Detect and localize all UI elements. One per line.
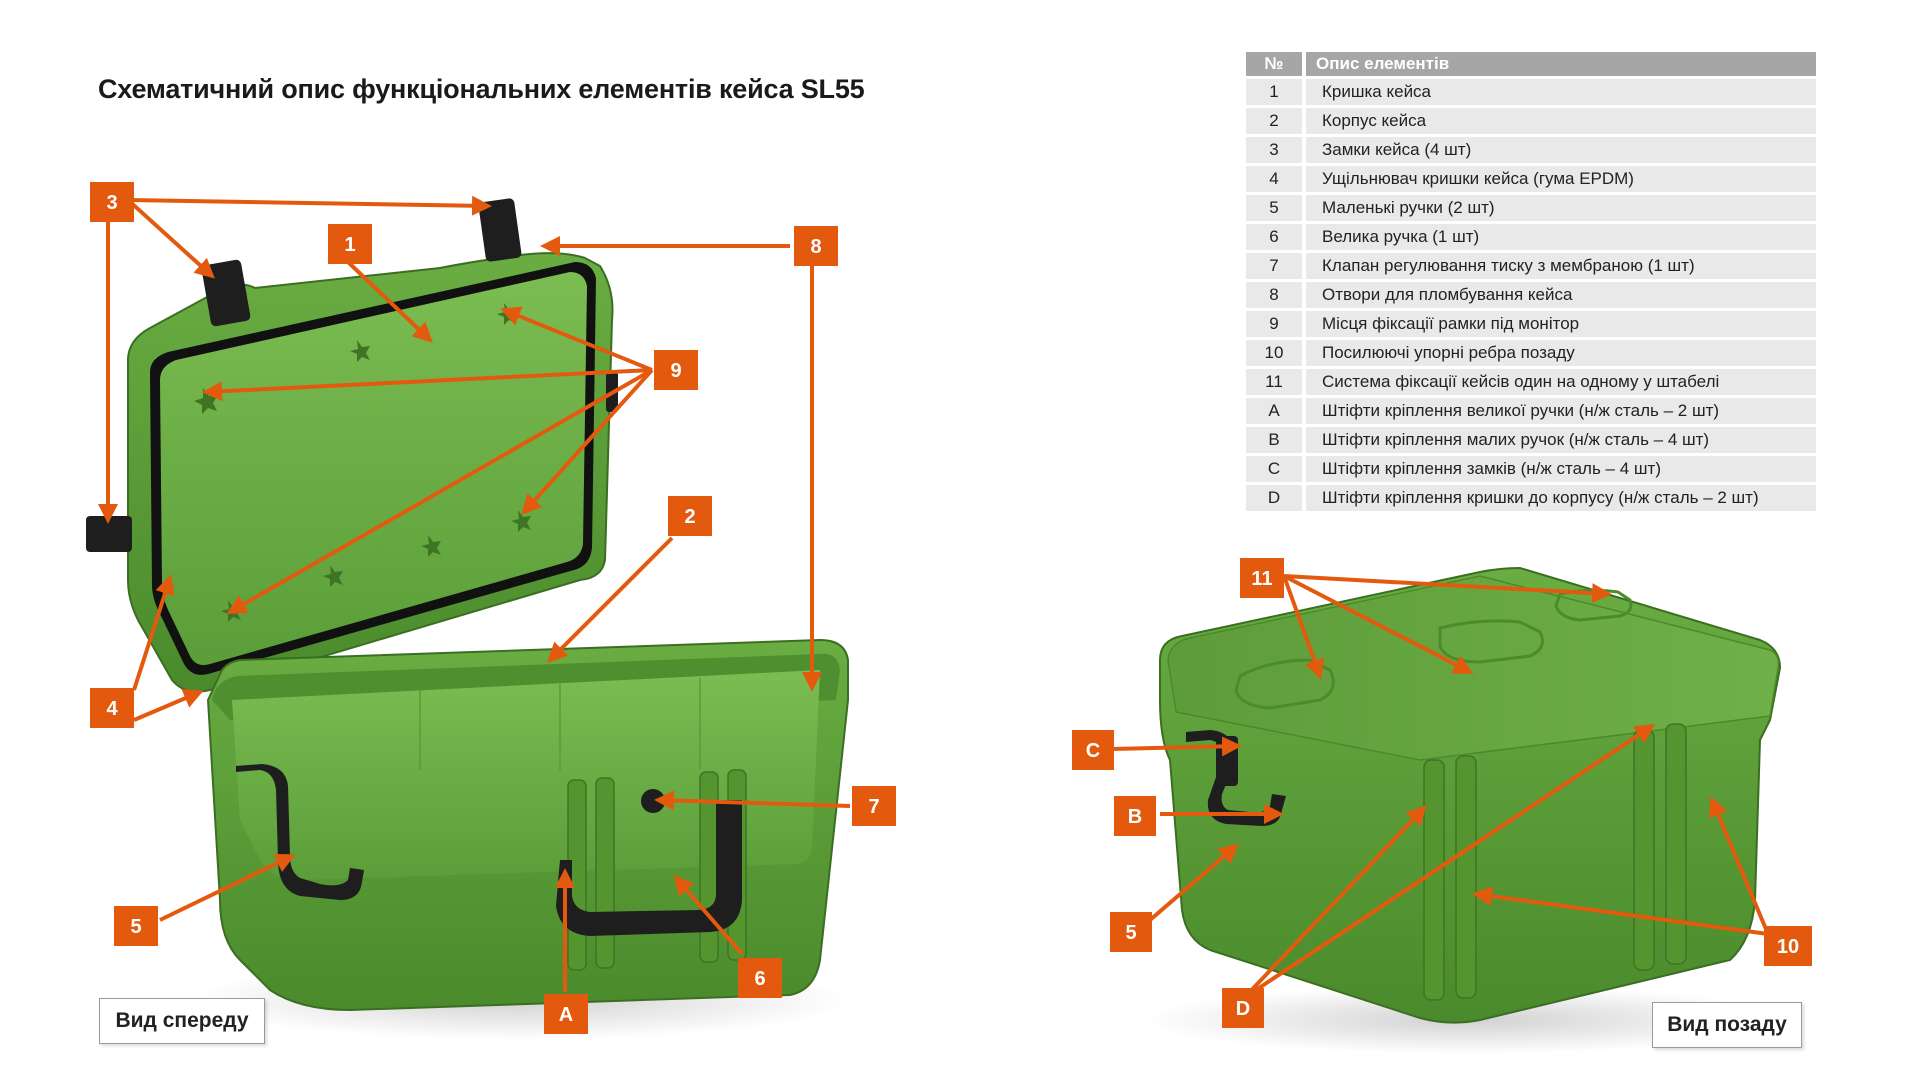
callout-3: 3: [90, 182, 134, 222]
row-description: Замки кейса (4 шт): [1306, 137, 1816, 163]
front-case: [86, 198, 850, 1040]
callout-a: A: [544, 994, 588, 1034]
row-description: Кришка кейса: [1306, 79, 1816, 105]
row-description: Штіфти кріплення малих ручок (н/ж сталь …: [1306, 427, 1816, 453]
svg-text:5: 5: [130, 916, 141, 938]
row-description: Штіфти кріплення замків (н/ж сталь – 4 ш…: [1306, 456, 1816, 482]
row-description: Місця фіксації рамки під монітор: [1306, 311, 1816, 337]
back-view-label: Вид позаду: [1652, 1002, 1802, 1048]
callout-9: 9: [654, 350, 698, 390]
row-number: 7: [1246, 253, 1306, 279]
row-description: Система фіксації кейсів один на одному у…: [1306, 369, 1816, 395]
legend-header-desc: Опис елементів: [1306, 52, 1816, 76]
callout-2: 2: [668, 496, 712, 536]
row-number: A: [1246, 398, 1306, 424]
row-number: 11: [1246, 369, 1306, 395]
case-lid: [127, 252, 614, 693]
row-number: 9: [1246, 311, 1306, 337]
small-handle-icon: [1186, 730, 1286, 826]
row-description: Ущільнювач кришки кейса (гума EPDM): [1306, 166, 1816, 192]
callout-b: B: [1114, 796, 1156, 836]
row-description: Корпус кейса: [1306, 108, 1816, 134]
row-number: 2: [1246, 108, 1306, 134]
svg-text:1: 1: [344, 234, 355, 256]
row-number: 5: [1246, 195, 1306, 221]
callout-c: C: [1072, 730, 1114, 770]
row-description: Отвори для пломбування кейса: [1306, 282, 1816, 308]
small-handle-icon: [236, 764, 364, 900]
svg-text:8: 8: [810, 236, 821, 258]
page-title: Схематичний опис функціональних елементі…: [98, 74, 865, 104]
row-number: 3: [1246, 137, 1306, 163]
legend-header-row: № Опис елементів: [1246, 52, 1816, 76]
svg-text:5: 5: [1125, 922, 1136, 944]
row-description: Штіфти кріплення кришки до корпусу (н/ж …: [1306, 485, 1816, 511]
svg-text:A: A: [559, 1004, 573, 1026]
row-number: D: [1246, 485, 1306, 511]
callout-5-front: 5: [114, 906, 158, 946]
row-description: Штіфти кріплення великої ручки (н/ж стал…: [1306, 398, 1816, 424]
svg-text:7: 7: [868, 796, 879, 818]
row-description: Посилюючі упорні ребра позаду: [1306, 340, 1816, 366]
svg-text:6: 6: [754, 968, 765, 990]
callout-4: 4: [90, 688, 134, 728]
callout-5-back: 5: [1110, 912, 1152, 952]
svg-text:3: 3: [106, 192, 117, 214]
back-case: [1140, 566, 1800, 1054]
callout-1: 1: [328, 224, 372, 264]
row-number: B: [1246, 427, 1306, 453]
legend-header-num: №: [1246, 52, 1306, 76]
svg-text:11: 11: [1251, 568, 1272, 590]
svg-text:10: 10: [1777, 936, 1799, 958]
svg-text:B: B: [1128, 806, 1142, 828]
leader-lines: [98, 195, 1770, 1000]
row-number: 1: [1246, 79, 1306, 105]
row-number: 6: [1246, 224, 1306, 250]
svg-text:4: 4: [106, 698, 118, 720]
row-description: Велика ручка (1 шт): [1306, 224, 1816, 250]
callout-d: D: [1222, 988, 1264, 1028]
big-handle-icon: [556, 800, 742, 936]
row-number: 8: [1246, 282, 1306, 308]
svg-text:D: D: [1236, 998, 1250, 1020]
callout-10: 10: [1764, 926, 1812, 966]
callout-7: 7: [852, 786, 896, 826]
row-description: Маленькі ручки (2 шт): [1306, 195, 1816, 221]
callout-8: 8: [794, 226, 838, 266]
row-number: 10: [1246, 340, 1306, 366]
row-number: 4: [1246, 166, 1306, 192]
row-number: C: [1246, 456, 1306, 482]
callout-11: 11: [1240, 558, 1284, 598]
latch-icon: [1216, 736, 1238, 786]
callout-6: 6: [738, 958, 782, 998]
svg-text:C: C: [1086, 740, 1100, 762]
row-description: Клапан регулювання тиску з мембраною (1 …: [1306, 253, 1816, 279]
svg-text:2: 2: [684, 506, 695, 528]
front-view-label: Вид спереду: [99, 998, 265, 1044]
svg-text:9: 9: [670, 360, 681, 382]
case-body: [206, 638, 849, 1012]
